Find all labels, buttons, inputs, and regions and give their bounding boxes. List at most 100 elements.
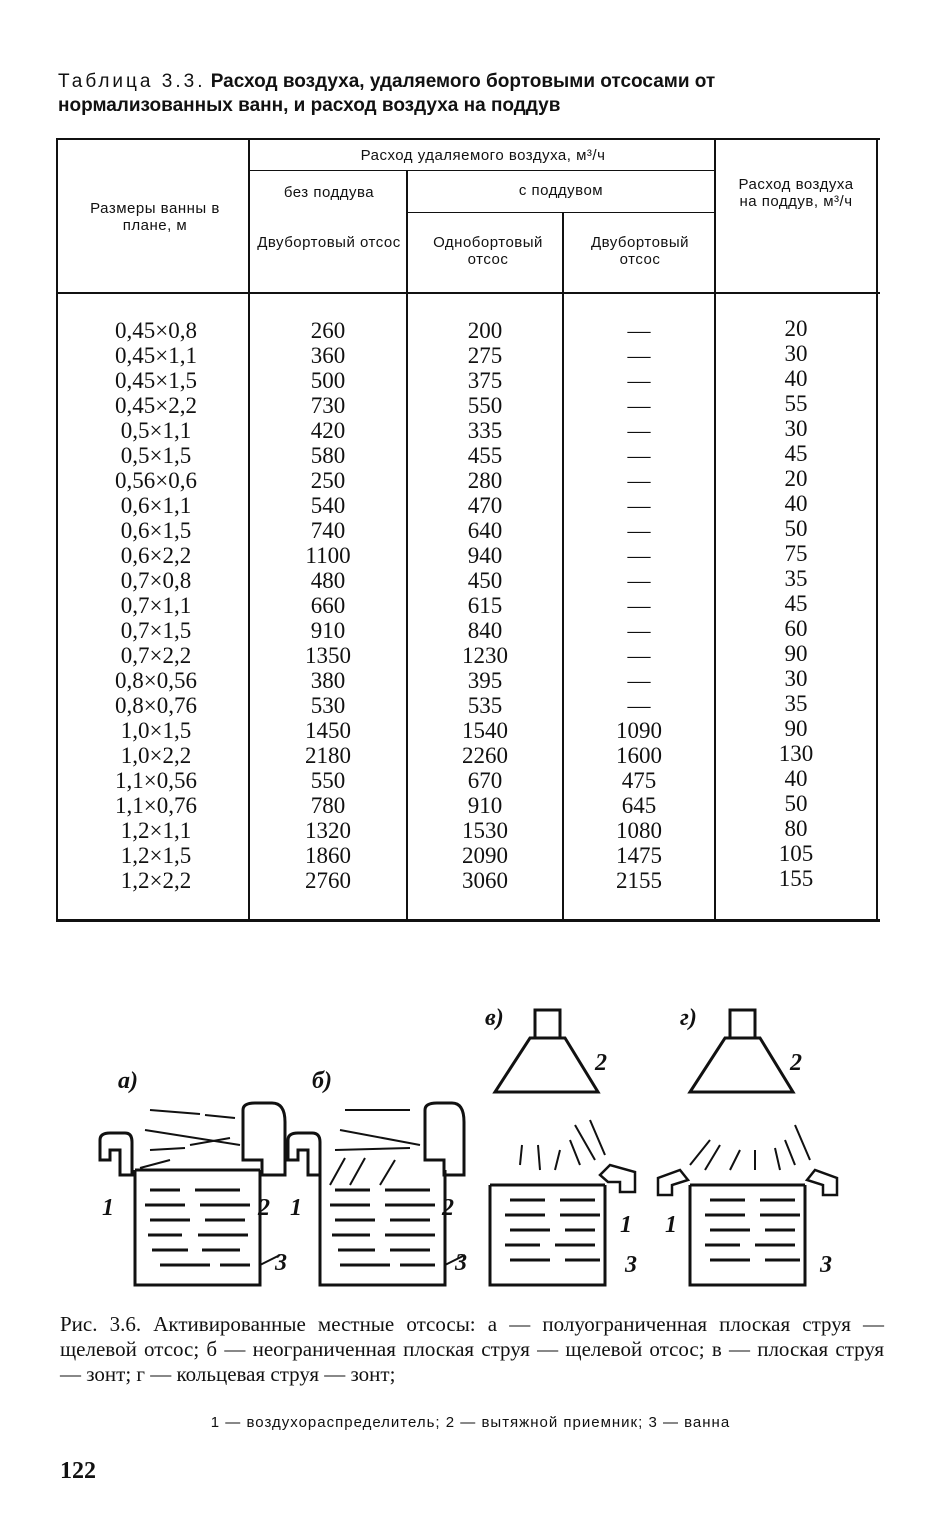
- cell-double-no-blow: 550: [310, 768, 346, 793]
- cell-one-side-blow: 470: [467, 493, 503, 518]
- table-title: Таблица 3.3. Расход воздуха, удаляемого …: [58, 70, 888, 118]
- figure-caption: Рис. 3.6. Активированные местные отсосы:…: [60, 1312, 884, 1386]
- cell-double-no-blow: 730: [310, 393, 346, 418]
- cell-blow-rate: 60: [784, 616, 808, 641]
- label-1-c: 1: [620, 1212, 632, 1238]
- panel-a-diagram: [98, 1101, 287, 1287]
- panel-c-label: в): [485, 1005, 504, 1031]
- cell-size: 0,8×0,56: [115, 668, 197, 693]
- cell-double-no-blow: 1100: [305, 543, 351, 568]
- cell-size: 1,2×1,1: [120, 818, 192, 843]
- cell-blow-rate: 75: [784, 541, 808, 566]
- cell-one-side-blow: 670: [467, 768, 503, 793]
- cell-double-blow: —: [627, 568, 651, 593]
- cell-double-blow: —: [627, 493, 651, 518]
- cell-double-blow: 2155: [616, 868, 662, 893]
- cell-double-no-blow: 1450: [305, 718, 351, 743]
- header-one-side: Однобортовый отсос: [433, 234, 543, 268]
- cell-size: 1,0×2,2: [120, 743, 192, 768]
- cell-one-side-blow: 375: [467, 368, 503, 393]
- cell-size: 1,1×0,76: [115, 793, 197, 818]
- cell-double-no-blow: 910: [310, 618, 346, 643]
- cell-size: 0,7×0,8: [120, 568, 192, 593]
- label-3-d: 3: [819, 1252, 832, 1278]
- cell-double-blow: —: [627, 593, 651, 618]
- label-1-a: 1: [102, 1195, 114, 1221]
- cell-double-blow: —: [627, 518, 651, 543]
- label-1-b: 1: [290, 1195, 302, 1221]
- cell-blow-rate: 80: [784, 816, 808, 841]
- cell-double-no-blow: 360: [310, 343, 346, 368]
- panel-c-diagram: [488, 1008, 637, 1287]
- cell-double-no-blow: 1860: [305, 843, 351, 868]
- cell-double-no-blow: 2760: [305, 868, 351, 893]
- cell-double-blow: 645: [621, 793, 657, 818]
- cell-one-side-blow: 1540: [462, 718, 508, 743]
- cell-one-side-blow: 535: [467, 693, 503, 718]
- cell-one-side-blow: 910: [467, 793, 503, 818]
- panel-b-diagram: [286, 1101, 466, 1287]
- cell-double-blow: —: [627, 418, 651, 443]
- cell-blow-rate: 20: [784, 466, 808, 491]
- panel-d-label: г): [680, 1005, 697, 1031]
- cell-size: 0,56×0,6: [115, 468, 197, 493]
- data-table: Размеры ванны в плане, м Расход удаляемо…: [56, 138, 880, 922]
- cell-double-blow: —: [627, 393, 651, 418]
- cell-double-no-blow: 380: [310, 668, 346, 693]
- label-3-b: 3: [454, 1250, 467, 1276]
- cell-one-side-blow: 940: [467, 543, 503, 568]
- cell-double-blow: 1475: [616, 843, 662, 868]
- cell-double-blow: —: [627, 343, 651, 368]
- cell-one-side-blow: 275: [467, 343, 503, 368]
- cell-double-blow: —: [627, 643, 651, 668]
- cell-size: 0,6×1,1: [120, 493, 192, 518]
- cell-blow-rate: 90: [784, 641, 808, 666]
- cell-double-no-blow: 580: [310, 443, 346, 468]
- cell-blow-rate: 35: [784, 691, 808, 716]
- cell-size: 0,7×1,1: [120, 593, 192, 618]
- cell-blow-rate: 130: [778, 741, 814, 766]
- cell-blow-rate: 45: [784, 591, 808, 616]
- cell-double-blow: 475: [621, 768, 657, 793]
- cell-size: 1,2×1,5: [120, 843, 192, 868]
- cell-one-side-blow: 335: [467, 418, 503, 443]
- table-label: Таблица 3.3.: [58, 71, 206, 92]
- panel-b-label: б): [312, 1068, 332, 1094]
- page-number: 122: [60, 1458, 96, 1484]
- cell-one-side-blow: 1530: [462, 818, 508, 843]
- panel-a-label: а): [118, 1068, 138, 1094]
- cell-double-no-blow: 2180: [305, 743, 351, 768]
- cell-double-blow: —: [627, 318, 651, 343]
- cell-double-blow: 1080: [616, 818, 662, 843]
- cell-double-blow: —: [627, 443, 651, 468]
- cell-double-blow: —: [627, 668, 651, 693]
- cell-size: 0,45×0,8: [115, 318, 197, 343]
- label-3-c: 3: [624, 1252, 637, 1278]
- cell-one-side-blow: 3060: [462, 868, 508, 893]
- cell-size: 0,5×1,1: [120, 418, 192, 443]
- cell-size: 1,1×0,56: [115, 768, 197, 793]
- label-2-d: 2: [789, 1050, 802, 1076]
- header-size: Размеры ванны в плане, м: [90, 200, 220, 234]
- cell-size: 0,8×0,76: [115, 693, 197, 718]
- label-2-b: 2: [441, 1195, 454, 1221]
- cell-double-blow: —: [627, 543, 651, 568]
- cell-double-blow: —: [627, 618, 651, 643]
- cell-size: 0,7×2,2: [120, 643, 192, 668]
- cell-blow-rate: 45: [784, 441, 808, 466]
- cell-size: 0,7×1,5: [120, 618, 192, 643]
- cell-size: 1,0×1,5: [120, 718, 192, 743]
- cell-blow-rate: 20: [784, 316, 808, 341]
- cell-double-blow: 1090: [616, 718, 662, 743]
- cell-double-blow: —: [627, 468, 651, 493]
- cell-double-no-blow: 540: [310, 493, 346, 518]
- panel-d-diagram: [656, 1008, 839, 1287]
- header-double-side: Двубортовый отсос: [257, 234, 401, 251]
- cell-one-side-blow: 615: [467, 593, 503, 618]
- cell-size: 0,45×1,1: [115, 343, 197, 368]
- cell-double-no-blow: 660: [310, 593, 346, 618]
- cell-one-side-blow: 455: [467, 443, 503, 468]
